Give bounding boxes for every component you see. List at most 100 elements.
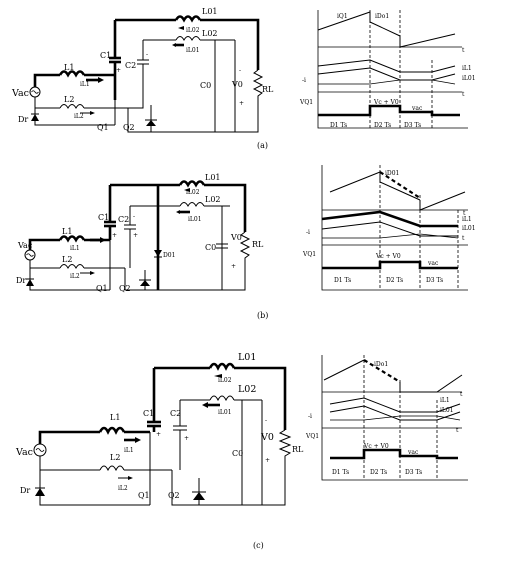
panel-c: Vac L1 iL1 L2 iL2 Dr Q1 Q2 xyxy=(15,352,468,550)
svg-text:+: + xyxy=(265,457,270,464)
iq1-waveform xyxy=(317,11,456,48)
waveform-a: iQ1 iDo1 t iL1 iL01 -i t VQ1 Vc + V0 vac… xyxy=(299,10,476,129)
svg-text:L01: L01 xyxy=(205,173,221,182)
svg-text:RL: RL xyxy=(262,85,274,94)
cap-c2-label: C2 xyxy=(125,61,136,70)
cap-c1-label: C1 xyxy=(100,51,111,60)
svg-text:VQ1: VQ1 xyxy=(299,99,313,106)
svg-text:-i: -i xyxy=(306,229,310,236)
svg-text:C2: C2 xyxy=(118,215,129,224)
switch-q2-label: Q2 xyxy=(123,123,135,132)
svg-text:t: t xyxy=(460,391,463,398)
waveform-b: iD01 t iL1 iL01 -i t VQ1 Vc + V0 vac D1 … xyxy=(302,165,476,291)
svg-text:L02: L02 xyxy=(238,384,256,395)
svg-text:iD01: iD01 xyxy=(385,170,399,177)
waveform-c: iDo1 t iL1 iL01 -i t VQ1 Vc + V0 vac D1 … xyxy=(305,355,468,481)
svg-text:vac: vac xyxy=(407,449,419,456)
svg-text:t: t xyxy=(462,47,465,54)
inductor-l1 xyxy=(98,426,126,435)
circuit-a: Vac Dr L1 iL1 L2 iL2 Q1 Q2 xyxy=(11,7,274,133)
inductor-l02 xyxy=(209,395,235,402)
svg-text:L2: L2 xyxy=(64,95,74,104)
inductor-l2 xyxy=(59,264,85,270)
svg-text:D2 Ts: D2 Ts xyxy=(374,122,391,129)
svg-text:+: + xyxy=(156,431,161,438)
svg-text:D1 Ts: D1 Ts xyxy=(330,122,347,129)
svg-text:Vc + V0: Vc + V0 xyxy=(373,99,399,106)
svg-text:L1: L1 xyxy=(64,63,74,72)
inductor-l01 xyxy=(178,180,206,188)
svg-text:iL01: iL01 xyxy=(462,75,476,82)
caption-a: (a) xyxy=(257,141,268,150)
svg-text:t: t xyxy=(463,210,466,217)
svg-text:+: + xyxy=(133,232,138,239)
svg-text:+: + xyxy=(231,263,236,270)
svg-text:iL1: iL1 xyxy=(462,65,472,72)
svg-text:V0: V0 xyxy=(260,432,274,443)
svg-text:C0: C0 xyxy=(205,243,216,252)
svg-text:D01: D01 xyxy=(163,252,175,259)
svg-text:RL: RL xyxy=(292,445,304,454)
svg-text:+: + xyxy=(184,435,189,442)
svg-text:L01: L01 xyxy=(202,7,218,16)
svg-text:D1 Ts: D1 Ts xyxy=(332,469,349,476)
diode-dr xyxy=(26,279,34,286)
source-label: Vac xyxy=(11,88,29,99)
svg-text:D3 Ts: D3 Ts xyxy=(404,122,421,129)
diode-dr xyxy=(35,488,45,496)
panel-a: Vac Dr L1 iL1 L2 iL2 Q1 Q2 xyxy=(11,7,476,150)
svg-text:L2: L2 xyxy=(110,453,120,462)
svg-text:C0: C0 xyxy=(200,81,211,90)
svg-text:iL2: iL2 xyxy=(74,113,84,120)
load-resistor xyxy=(252,69,264,110)
svg-text:VQ1: VQ1 xyxy=(302,251,316,258)
svg-text:C1: C1 xyxy=(98,213,109,222)
svg-text:C0: C0 xyxy=(232,449,243,458)
svg-text:L2: L2 xyxy=(62,255,72,264)
svg-text:L1: L1 xyxy=(110,413,120,422)
svg-text:-: - xyxy=(239,67,241,74)
svg-text:t: t xyxy=(456,427,459,434)
svg-text:-i: -i xyxy=(302,77,306,84)
svg-text:D2 Ts: D2 Ts xyxy=(386,277,403,284)
circuit-c: Vac L1 iL1 L2 iL2 Dr Q1 Q2 xyxy=(15,352,304,506)
svg-text:iL01: iL01 xyxy=(188,216,202,223)
svg-text:iL02: iL02 xyxy=(186,27,200,34)
svg-text:Q1: Q1 xyxy=(96,284,108,293)
svg-text:iL02: iL02 xyxy=(218,377,232,384)
inductor-l01 xyxy=(208,362,236,371)
svg-text:t: t xyxy=(462,91,465,98)
svg-text:C1: C1 xyxy=(143,409,154,418)
svg-text:Vac: Vac xyxy=(17,241,33,250)
svg-text:vac: vac xyxy=(427,260,439,267)
svg-text:L02: L02 xyxy=(202,29,218,38)
svg-text:L1: L1 xyxy=(62,227,72,236)
svg-text:Vac: Vac xyxy=(15,447,33,458)
diode-dr xyxy=(31,114,39,121)
svg-text:iL1: iL1 xyxy=(462,216,472,223)
svg-text:iDo1: iDo1 xyxy=(375,13,389,20)
inductor-l1 xyxy=(58,235,86,243)
svg-text:iL1: iL1 xyxy=(80,81,90,88)
svg-text:L01: L01 xyxy=(238,352,256,363)
svg-text:-: - xyxy=(265,417,267,424)
svg-text:t: t xyxy=(462,235,465,242)
inductor-l02 xyxy=(175,36,201,42)
svg-text:iL01: iL01 xyxy=(462,225,476,232)
inductor-l1 xyxy=(58,70,86,78)
svg-text:VQ1: VQ1 xyxy=(305,433,319,440)
svg-text:iL1: iL1 xyxy=(124,447,134,454)
svg-text:Dr: Dr xyxy=(16,276,26,285)
svg-text:iL1: iL1 xyxy=(440,397,450,404)
svg-text:Vc + V0: Vc + V0 xyxy=(375,253,401,260)
inductor-l2 xyxy=(99,465,125,472)
svg-text:iL01: iL01 xyxy=(186,47,200,54)
svg-text:iL2: iL2 xyxy=(118,485,128,492)
svg-text:iQ1: iQ1 xyxy=(337,13,348,20)
svg-text:RL: RL xyxy=(252,240,264,249)
svg-text:-: - xyxy=(133,213,135,220)
panel-b: Vac Dr L1 iL1 L2 iL2 Q1 Q2 xyxy=(16,165,476,320)
svg-text:iL02: iL02 xyxy=(186,189,200,196)
svg-text:Dr: Dr xyxy=(18,115,28,124)
